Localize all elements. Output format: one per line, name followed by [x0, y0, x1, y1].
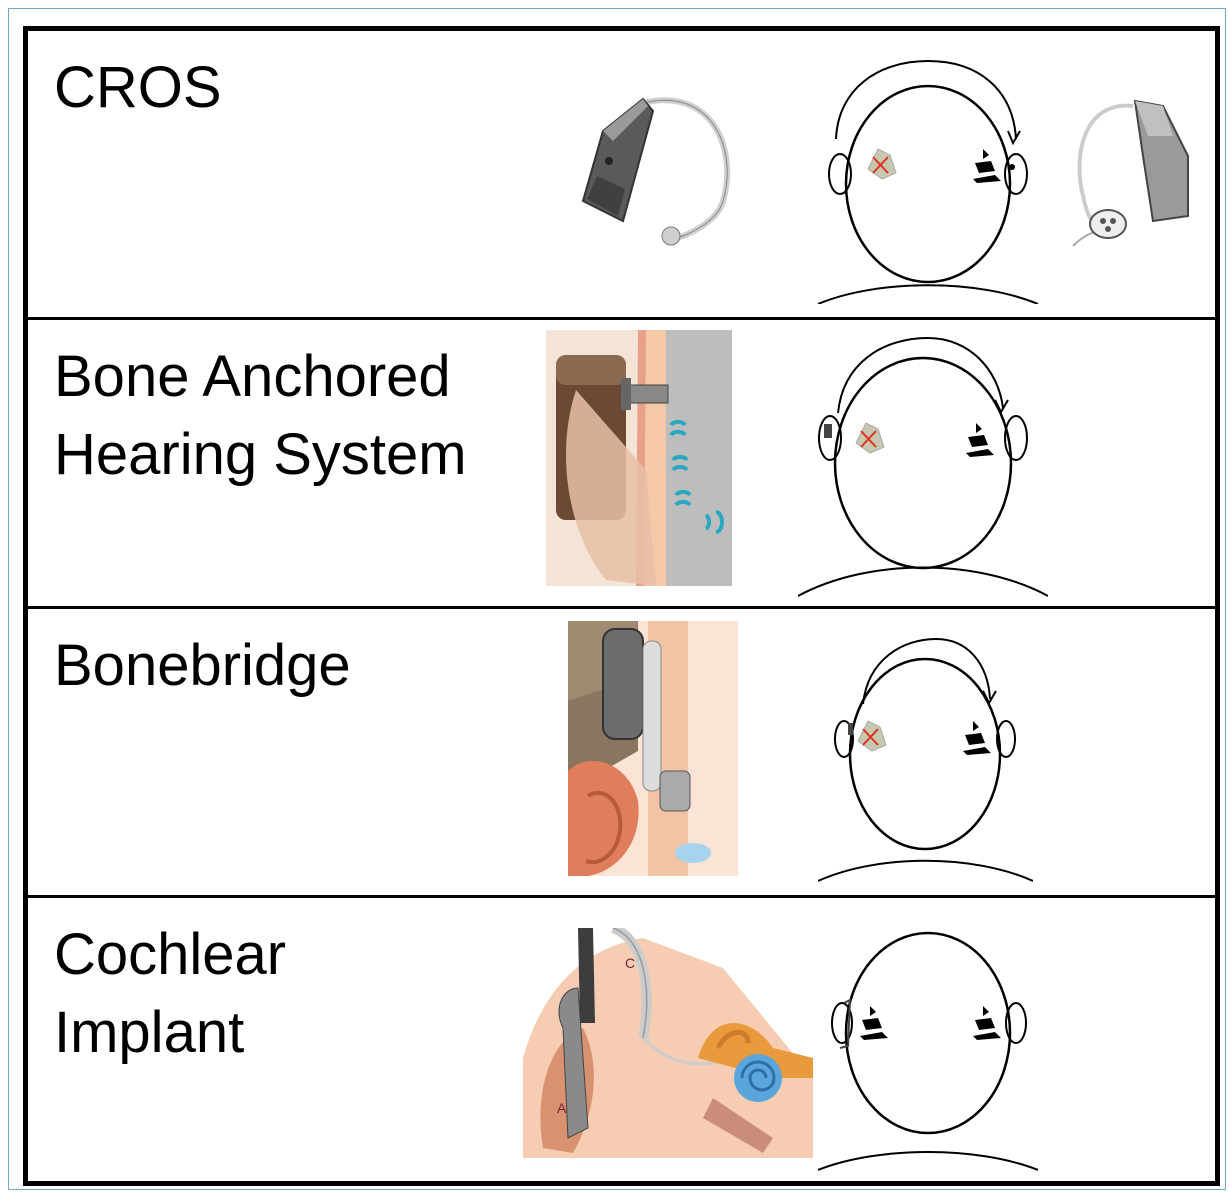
row-label-cochlear-implant: Cochlear Implant — [54, 916, 534, 1072]
row-cochlear-implant: Cochlear Implant C A — [28, 898, 1215, 1181]
ric-hearing-aid-icon — [1063, 96, 1193, 256]
head-top-view-icon — [818, 619, 1033, 884]
processor-mark-a: A — [557, 1100, 567, 1116]
row-bone-anchored: Bone Anchored Hearing System — [28, 320, 1215, 609]
row-label-bone-anchored: Bone Anchored Hearing System — [54, 338, 534, 494]
head-top-view-icon — [818, 918, 1038, 1173]
row-cros: CROS — [28, 31, 1215, 320]
row-label-cros: CROS — [54, 49, 534, 127]
row-label-bonebridge: Bonebridge — [54, 627, 534, 705]
bone-anchored-abutment-icon — [546, 330, 732, 586]
cochlear-implant-icon: C A — [523, 928, 813, 1158]
head-top-view-icon — [798, 328, 1048, 598]
row-bonebridge: Bonebridge — [28, 609, 1215, 898]
head-top-view-icon — [818, 49, 1038, 304]
comparison-table: CROS — [23, 26, 1220, 1186]
bte-hearing-aid-icon — [573, 91, 743, 251]
electrode-mark-c: C — [625, 955, 635, 971]
bonebridge-implant-icon — [568, 621, 738, 876]
